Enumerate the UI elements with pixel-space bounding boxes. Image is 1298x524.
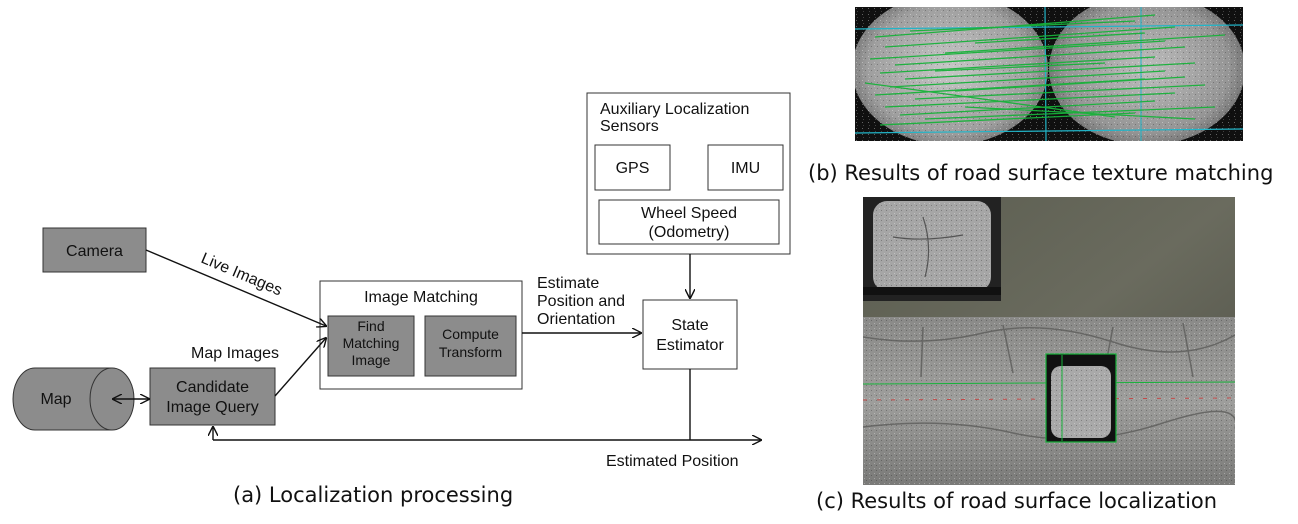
caption-b: (b) Results of road surface texture matc… [808,161,1274,185]
localization-diagram: Camera Map Candidate Image Query Image M… [12,92,791,470]
compute-transform-label-1: Compute [442,326,499,342]
aux-sensors-label-2: Sensors [600,118,659,135]
caption-c: (c) Results of road surface localization [816,489,1218,513]
candidate-query-box [149,367,276,426]
compute-transform-label-2: Transform [439,344,502,360]
state-estimator-box [642,299,738,370]
live-images-label: Live Images [198,250,284,299]
texture-matching-image [855,7,1243,141]
estimate-label-2: Position and [537,293,625,310]
estimate-label-3: Orientation [537,311,615,328]
wheel-speed-box [598,199,780,245]
camera-box [42,227,147,273]
state-estimator-label-1: State [671,317,708,334]
imu-box [707,144,784,191]
camera-label: Camera [66,243,123,260]
road-localization-image [863,197,1235,485]
gps-label: GPS [616,160,650,177]
estimate-label-1: Estimate [537,275,599,292]
map-images-label: Map Images [191,345,279,362]
candidate-query-label-2: Image Query [166,399,258,416]
live-images-arrow [145,249,326,326]
aux-sensors-label-1: Auxiliary Localization [600,101,749,118]
candidate-query-label-1: Candidate [176,379,249,396]
compute-transform-box [424,315,517,377]
map-label: Map [40,391,71,408]
find-matching-box [327,315,415,377]
find-matching-label-1: Find [357,318,384,334]
wheel-speed-label-1: Wheel Speed [641,205,737,222]
wheel-speed-label-2: (Odometry) [649,224,730,241]
find-matching-label-3: Image [352,352,391,368]
state-estimator-label-2: Estimator [656,337,724,354]
imu-label: IMU [731,160,760,177]
find-matching-label-2: Matching [343,335,400,351]
caption-a: (a) Localization processing [233,483,514,507]
image-matching-label: Image Matching [364,289,478,306]
estimated-position-label: Estimated Position [606,453,739,470]
map-cylinder [12,367,135,431]
map-images-arrow [274,338,326,397]
gps-box [594,144,671,191]
